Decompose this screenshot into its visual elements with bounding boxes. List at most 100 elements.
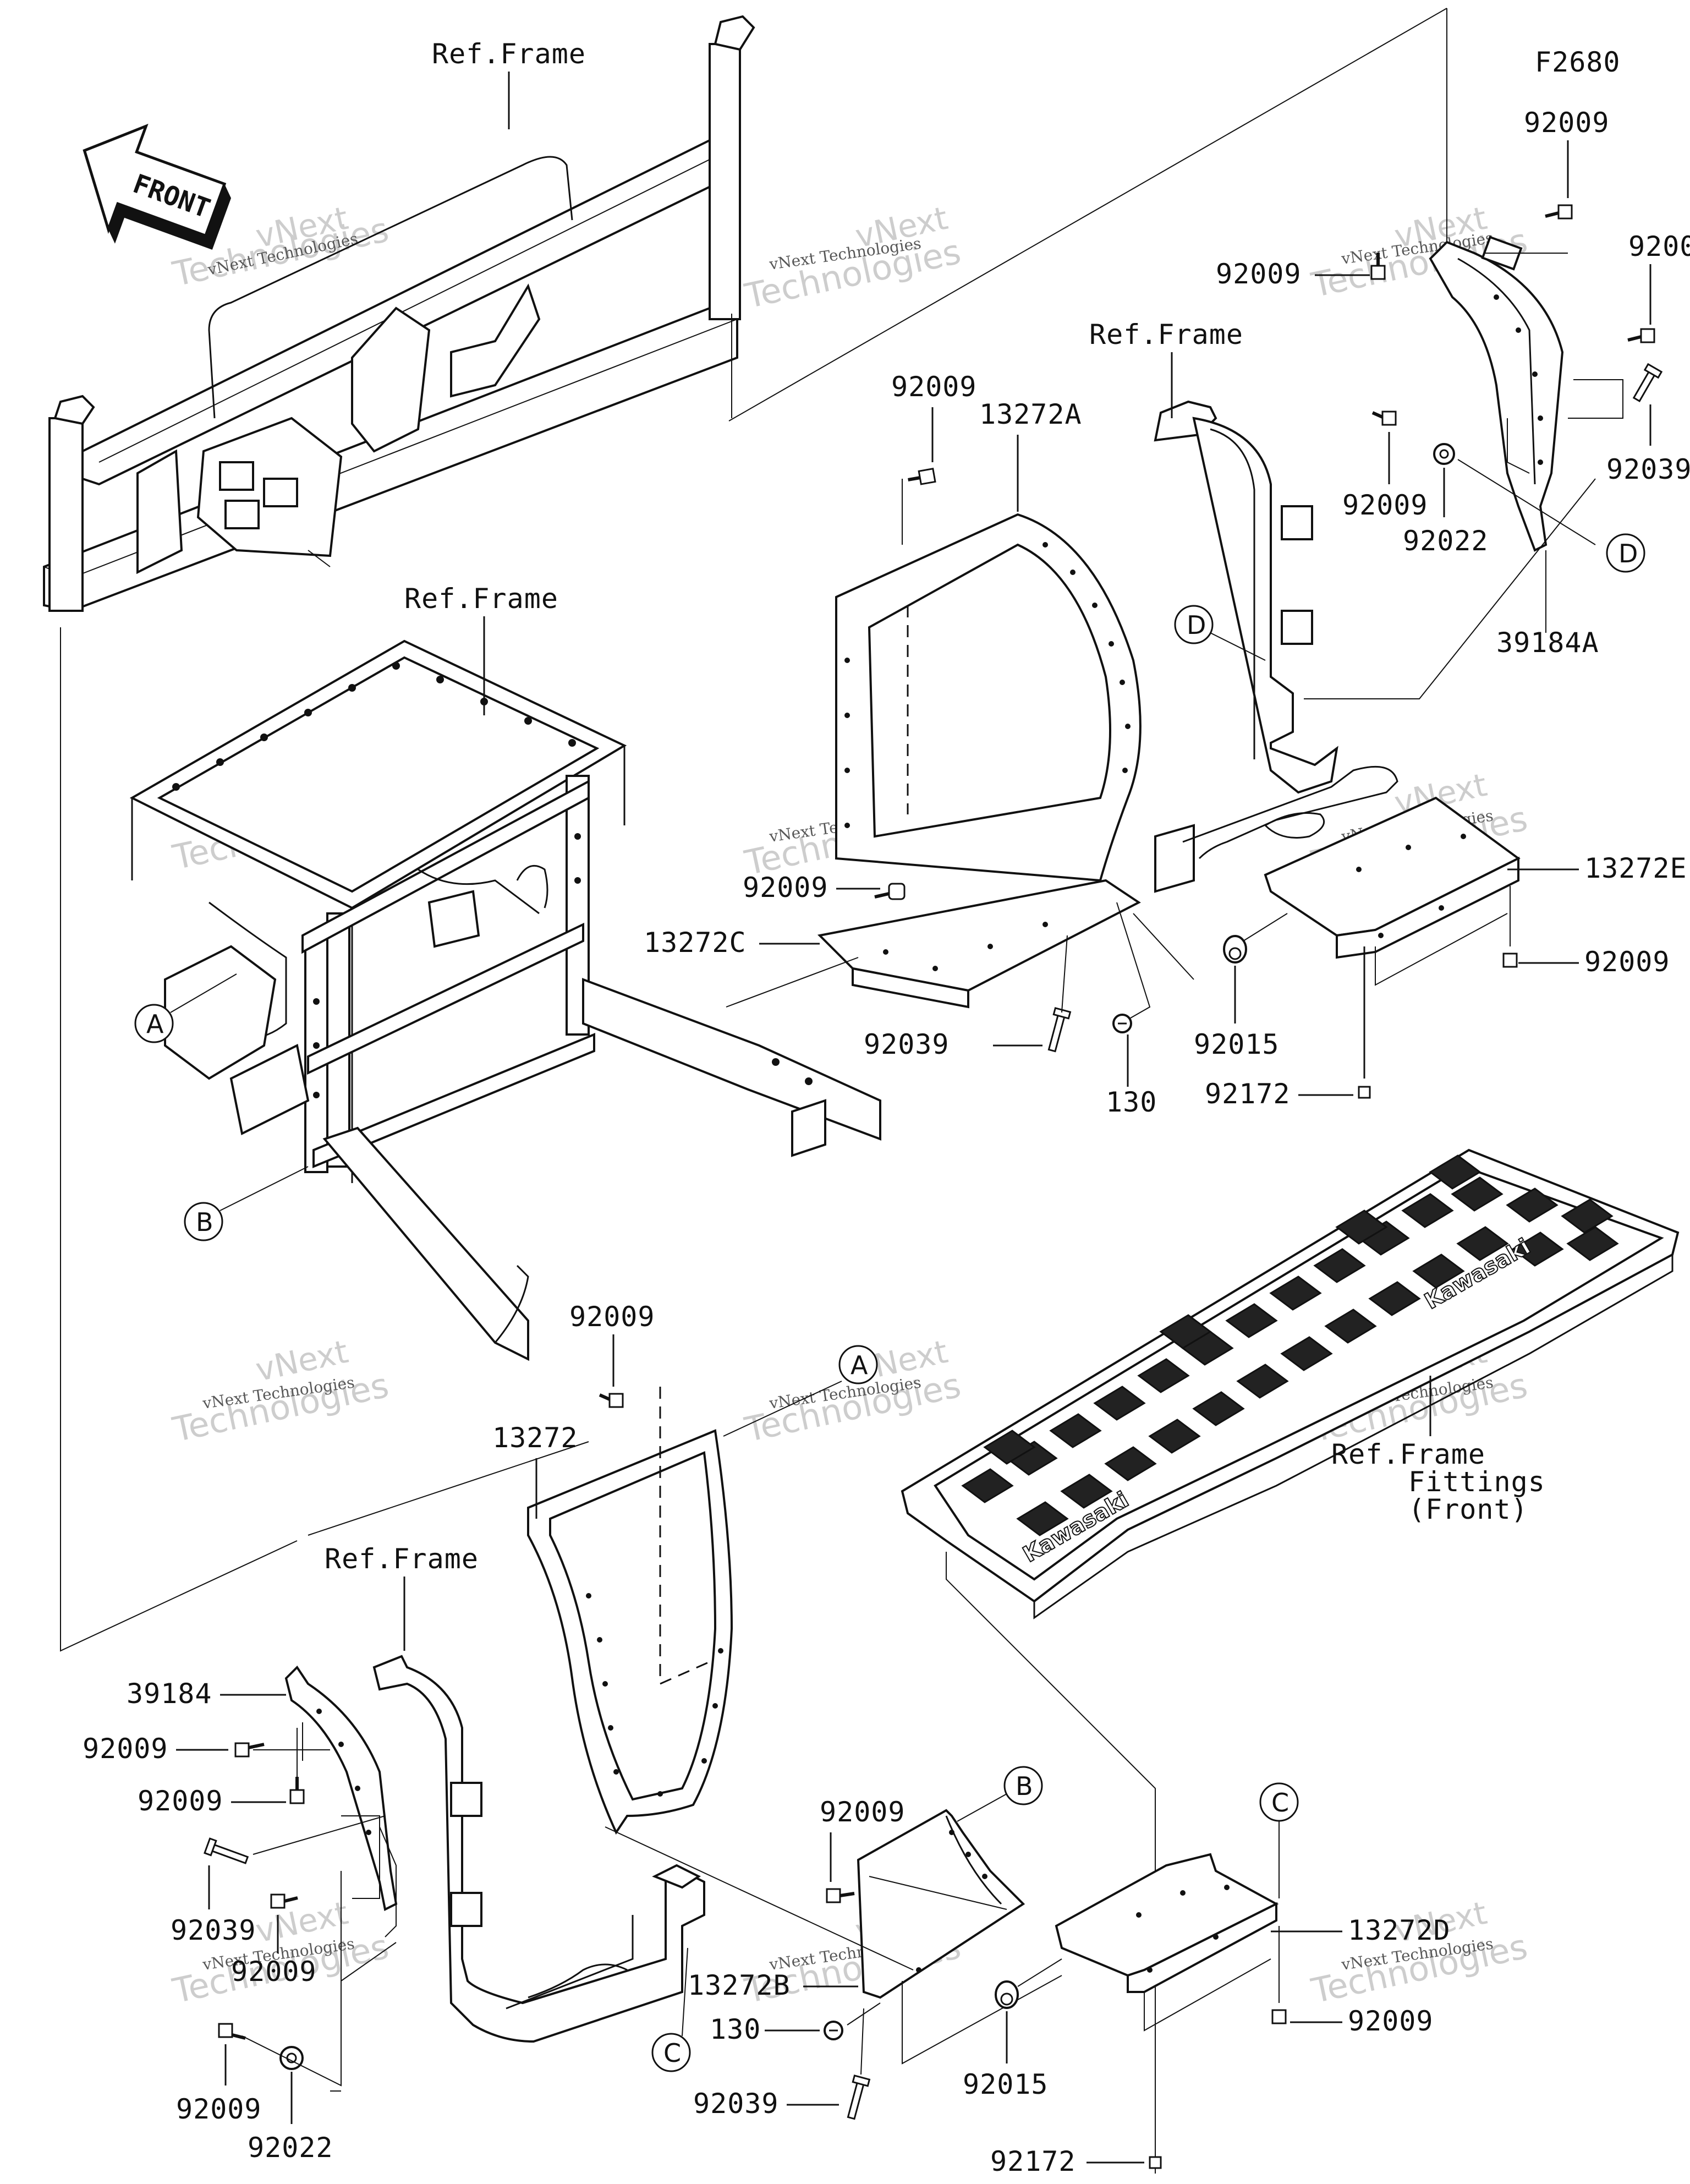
- callout-A: A: [838, 1345, 878, 1384]
- callout-A: A: [134, 1004, 174, 1043]
- leader-line: [253, 1815, 386, 1855]
- bolt-icon: [234, 1742, 265, 1758]
- leader-line: [170, 973, 237, 1013]
- rivet-icon: [204, 1837, 249, 1864]
- leader-line: [728, 8, 1447, 422]
- part-label-92039: 92039: [171, 1914, 256, 1946]
- part-label-92009: 92009: [138, 1785, 223, 1817]
- part-label-39184A: 39184A: [1496, 627, 1599, 659]
- upper-frame-assembly: [43, 15, 755, 612]
- part-label-13272B: 13272B: [688, 1969, 791, 2001]
- screw-icon: [1358, 1086, 1371, 1099]
- rivet-icon: [847, 2074, 871, 2120]
- callout-C: C: [1259, 1782, 1299, 1822]
- rivet-icon: [1047, 1007, 1072, 1053]
- part-label-92022: 92022: [248, 2132, 333, 2164]
- leader-line: [1017, 1958, 1062, 1987]
- part-label-92022: 92022: [1403, 525, 1489, 557]
- watermark: vNext Technologies vNext Technologies: [169, 1894, 392, 2011]
- leader-line: [957, 1793, 1007, 1822]
- watermark: vNext Technologies vNext Technologies: [741, 199, 964, 316]
- svg-text:D: D: [1187, 610, 1206, 640]
- watermark: vNext Technologies vNext Technologies: [1308, 1894, 1531, 2011]
- screw-icon: [1149, 2156, 1162, 2169]
- grommet-icon: [1223, 935, 1247, 964]
- screw-icon: [1112, 1014, 1132, 1033]
- callout-C: C: [651, 2033, 691, 2072]
- svg-text:A: A: [851, 1350, 868, 1380]
- washer-icon: [279, 2046, 304, 2070]
- panel-13272D: [1055, 1853, 1279, 2032]
- svg-text:B: B: [1016, 1771, 1033, 1801]
- bolt-icon: [270, 1893, 298, 1909]
- leader-line: [1116, 902, 1151, 1019]
- ref-frame-fittings-label: Fittings: [1408, 1466, 1545, 1498]
- part-label-92039: 92039: [693, 2088, 779, 2120]
- ref-frame-fittings-label: (Front): [1408, 1493, 1528, 1525]
- leader-line: [60, 627, 298, 1652]
- panel-13272B: [857, 1809, 1025, 1999]
- part-label-92039: 92039: [864, 1028, 950, 1060]
- screw-icon: [824, 2021, 843, 2040]
- panel-13272: [527, 1387, 733, 1835]
- part-label-39184: 39184: [127, 1678, 212, 1710]
- leader-line: [220, 1166, 309, 1211]
- ref-frame-top-label: Ref.Frame: [432, 38, 586, 70]
- leader-line: [860, 2008, 864, 2075]
- bolt-icon: [1370, 253, 1386, 280]
- part-label-92172: 92172: [1205, 1078, 1291, 1110]
- ref-frame-right-label: Ref.Frame: [1089, 319, 1243, 351]
- part-label-92172: 92172: [990, 2145, 1076, 2177]
- bolt-icon: [1545, 204, 1573, 220]
- part-label-13272A: 13272A: [979, 398, 1082, 430]
- part-label-92009: 92009: [891, 371, 977, 403]
- leader-line: [1457, 459, 1596, 545]
- leader-line: [1061, 935, 1068, 1013]
- bolt-icon: [874, 883, 906, 900]
- part-label-92009: 92009: [1584, 946, 1670, 978]
- diagram-code: F2680: [1535, 46, 1621, 78]
- part-39184A: [1429, 236, 1623, 552]
- svg-text:C: C: [1271, 1788, 1289, 1818]
- part-label-92009: 92009: [820, 1796, 906, 1828]
- watermark: vNext Technologies vNext Technologies: [169, 1333, 392, 1450]
- ref-frame-fittings-label: Ref.Frame: [1331, 1438, 1485, 1470]
- svg-text:A: A: [146, 1009, 164, 1039]
- svg-text:C: C: [663, 2038, 681, 2068]
- part-label-92009: 92009: [1524, 107, 1610, 139]
- leader-line: [902, 1975, 1062, 2065]
- bolt-icon: [599, 1393, 624, 1408]
- part-label-92009: 92009: [1348, 2005, 1434, 2037]
- bottom-left-frame: [372, 1655, 705, 2043]
- panel-13272C: [817, 879, 1141, 1009]
- callout-D: D: [1174, 605, 1214, 644]
- panel-13272E: [1264, 796, 1521, 986]
- bolt-icon: [1271, 2009, 1287, 2024]
- leader-line: [1133, 913, 1194, 980]
- part-label-92009: 92009: [1342, 489, 1428, 521]
- center-frame-assembly: [129, 639, 881, 1361]
- front-arrow-icon: FRONT: [83, 123, 232, 250]
- callout-B: B: [184, 1202, 223, 1241]
- svg-text:B: B: [196, 1207, 213, 1237]
- bolt-icon: [218, 2023, 246, 2040]
- leader-line: [605, 1826, 914, 1970]
- leader-line: [1243, 913, 1288, 942]
- part-label-92009: 92009: [569, 1301, 655, 1333]
- part-label-92009: 92009: [743, 872, 828, 904]
- part-label-130: 130: [1106, 1086, 1157, 1118]
- part-label-92015: 92015: [963, 2068, 1049, 2100]
- part-label-92015: 92015: [1194, 1028, 1280, 1060]
- part-label-13272D: 13272D: [1348, 1914, 1451, 1946]
- ref-frame-mid-label: Ref.Frame: [404, 583, 558, 615]
- bolt-icon: [1502, 953, 1518, 968]
- part-label-92039: 92039: [1606, 453, 1690, 485]
- grommet-icon: [995, 1980, 1019, 2009]
- ref-frame-bottom-label: Ref.Frame: [325, 1543, 479, 1575]
- part-label-92009: 92009: [231, 1956, 317, 1988]
- part-label-92009: 92009: [1628, 231, 1690, 262]
- panel-13272A: [835, 513, 1142, 882]
- washer-icon: [1433, 443, 1455, 465]
- svg-text:D: D: [1618, 539, 1638, 568]
